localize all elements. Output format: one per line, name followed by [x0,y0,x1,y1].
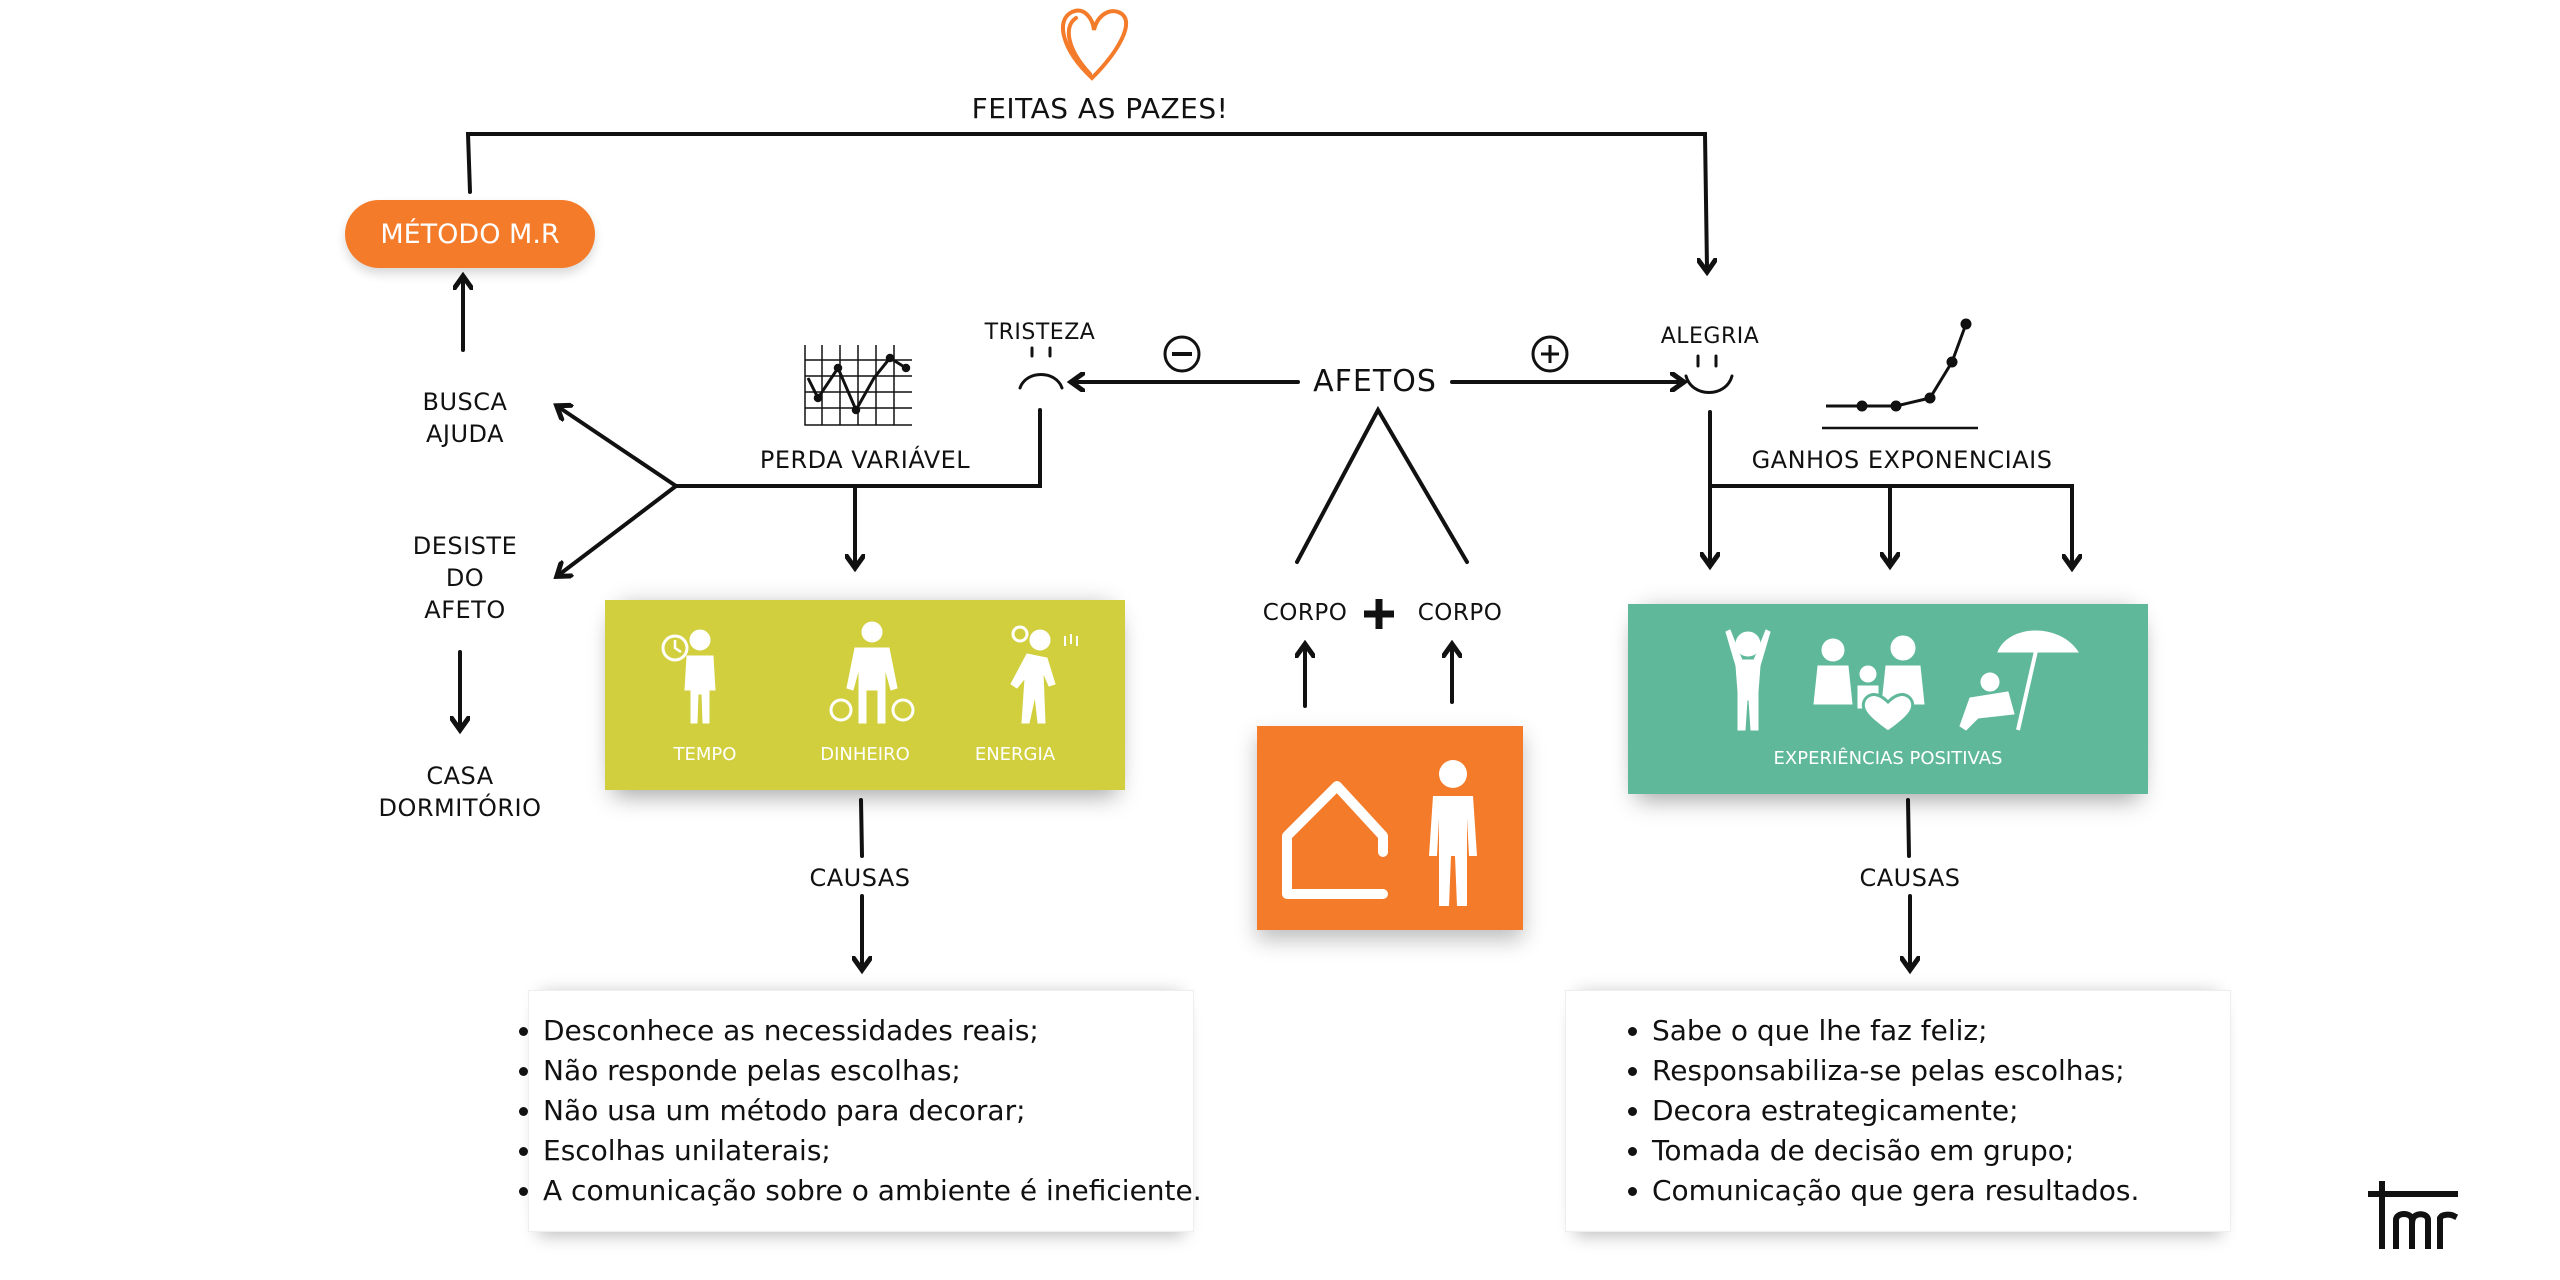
minus-circle-icon [1163,335,1201,373]
list-item: Responsabiliza-se pelas escolhas; [1652,1051,2230,1091]
negative-hbar [674,408,1042,488]
corpo-left-label: CORPO [1262,600,1348,626]
list-item: A comunicação sobre o ambiente é inefici… [543,1171,1202,1211]
negative-causes-box: Desconhece as necessidades reais; Não re… [528,990,1202,1232]
afetos-tent [1295,405,1469,564]
casa-dormitorio-label: CASA DORMITÓRIO [378,762,542,822]
plus-circle-icon [1531,335,1569,373]
afetos-label: AFETOS [1313,364,1437,399]
positive-experiences-panel: EXPERIÊNCIAS POSITIVAS [1628,604,2148,794]
corpo-right-label: CORPO [1417,600,1503,626]
metodo-mr-pill: MÉTODO M.R [345,200,595,268]
alegria-label: ALEGRIA [1660,324,1760,349]
loss-chart-icon [804,345,912,426]
losses-panel: TEMPO DINHEIRO ENERGIA [605,600,1125,790]
happy-person-icon [1725,629,1771,731]
home-person-icons [1282,760,1477,906]
tempo-label: TEMPO [673,744,737,765]
big-plus-icon [1364,599,1394,629]
home-person-panel [1257,726,1523,930]
house-icon [1282,781,1388,899]
energia-label: ENERGIA [974,744,1056,765]
list-item: Decora estrategicamente; [1652,1091,2230,1131]
tristeza-label: TRISTEZA [984,320,1096,345]
feitas-as-pazes-title: FEITAS AS PAZES! [971,92,1229,125]
fork-lower [560,484,678,574]
top-loop-line [465,132,1707,268]
perda-variavel-label: PERDA VARIÁVEL [759,446,971,474]
list-item: Escolhas unilaterais; [543,1131,1193,1171]
list-item: Sabe o que lhe faz feliz; [1652,1011,2230,1051]
losses-panel-icons [661,621,1078,724]
positive-causes-list: Sabe o que lhe faz feliz; Responsabiliza… [1618,1011,2230,1211]
list-item: Comunicação que gera resultados. [1652,1171,2230,1211]
sad-face-icon [1018,346,1064,390]
fork-upper [560,408,678,488]
person-icon [1429,760,1477,906]
dinheiro-label: DINHEIRO [820,744,910,765]
experiencias-positivas-label: EXPERIÊNCIAS POSITIVAS [1773,748,2003,769]
ganhos-exponenciais-label: GANHOS EXPONENCIAIS [1751,446,2053,474]
heart-icon [1061,8,1128,81]
tired-person-icon [1010,625,1078,724]
green-to-causas [1906,798,1911,858]
family-heart-icon [1813,635,1925,732]
beach-relax-icon [1959,630,2079,731]
list-item: Desconhece as necessidades reais; [543,1011,1193,1051]
person-coins-icon [829,621,915,724]
positive-hbar [1708,484,2072,564]
list-item: Tomada de decisão em grupo; [1652,1131,2230,1171]
growth-chart-icon [1822,318,1978,430]
happy-face-icon [1684,354,1734,394]
negative-causes-list: Desconhece as necessidades reais; Não re… [509,1011,1202,1211]
list-item: Não usa um método para decorar; [543,1091,1193,1131]
causas-left-label: CAUSAS [809,864,911,892]
list-item: Não responde pelas escolhas; [543,1051,1193,1091]
person-clock-icon [661,629,716,724]
positive-causes-box: Sabe o que lhe faz feliz; Responsabiliza… [1565,990,2231,1232]
positive-panel-icons [1725,629,2079,732]
busca-ajuda-label: BUSCA AJUDA [422,388,508,448]
mr-logo-icon [2368,1181,2458,1249]
desiste-do-afeto-label: DESISTE DO AFETO [412,532,518,624]
yellow-to-causas [859,798,864,858]
causas-right-label: CAUSAS [1859,864,1961,892]
